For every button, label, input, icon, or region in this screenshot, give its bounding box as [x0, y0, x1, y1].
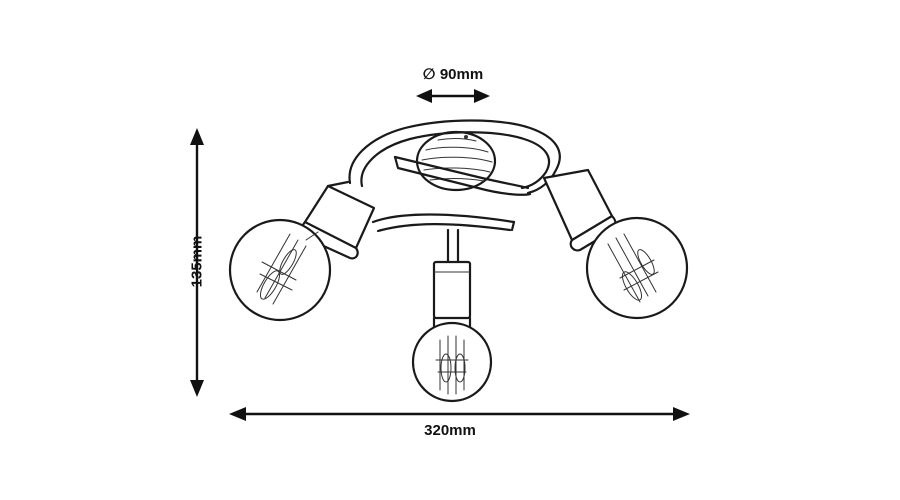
height-label: 135mm	[188, 235, 206, 288]
dimension-diameter	[416, 89, 490, 103]
diameter-value: 90mm	[439, 66, 484, 83]
diameter-symbol: ∅	[422, 66, 436, 83]
centre-lamp	[411, 260, 493, 403]
ceiling-base	[415, 130, 497, 192]
diameter-label: ∅ 90mm	[408, 65, 498, 83]
dimension-height	[190, 128, 204, 397]
left-lamp	[228, 180, 376, 322]
width-label: 320mm	[424, 422, 476, 439]
spiral-arm	[348, 119, 561, 264]
right-lamp	[542, 168, 689, 320]
dimension-width	[229, 407, 690, 421]
